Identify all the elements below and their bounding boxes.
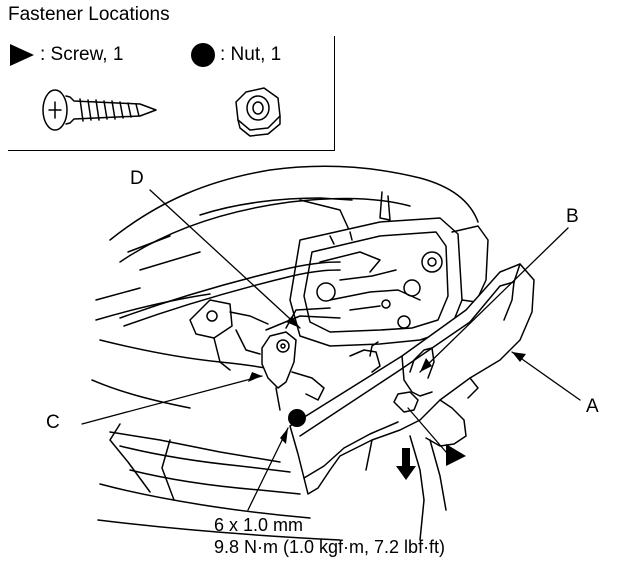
lower-frame [349,341,447,541]
callout-a: A [586,396,599,417]
screw-legend-label: : Screw, 1 [40,44,124,65]
latch-assembly [289,217,489,347]
nut-illustration [235,87,281,137]
removal-direction-arrow [396,448,416,480]
legend-title: Fastener Locations [8,4,170,25]
legend-nut-marker [191,43,215,67]
nut-legend-label: : Nut, 1 [220,44,282,65]
fastener-size: 6 x 1.0 mm [214,515,304,535]
release-cable [119,261,341,371]
fastener-torque: 9.8 N·m (1.0 kgf·m, 7.2 lbf·ft) [214,537,446,557]
cover-a [289,263,535,495]
screw-marker-on-drawing [446,444,466,466]
legend-box [8,36,335,151]
fastener-spec: 6 x 1.0 mm 9.8 N·m (1.0 kgf·m, 7.2 lbf·f… [214,514,445,558]
nut-marker-on-drawing [288,409,306,427]
vehicle-body [91,165,479,541]
arrow-heads [248,316,526,444]
callout-c: C [46,412,60,433]
screw-illustration [42,89,157,131]
bracket-c [261,307,341,411]
legend-screw-marker [10,44,34,66]
callout-b: B [566,206,579,227]
leader-lines [81,189,581,511]
callout-d: D [130,168,144,189]
